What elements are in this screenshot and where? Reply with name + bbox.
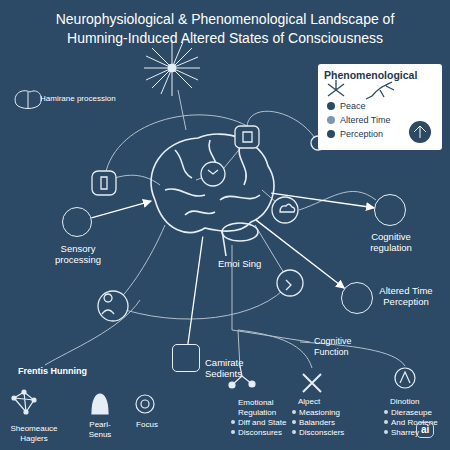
bullet (384, 410, 388, 414)
network-dot (12, 396, 16, 400)
bullet (292, 410, 296, 414)
brain-illustration (151, 134, 274, 256)
legend-swatch (327, 102, 335, 110)
text-label: Cognitive Function (314, 336, 370, 357)
icon-circle (98, 291, 128, 321)
wire (104, 115, 247, 182)
text-label: Frentis Hunning (18, 366, 118, 377)
compass-needle (400, 372, 410, 383)
bullet (384, 420, 388, 424)
text-label: Diff and State (238, 418, 294, 428)
connector-arrow (271, 193, 374, 208)
molecule-dot (249, 381, 255, 387)
bullet (292, 420, 296, 424)
bullet (384, 430, 388, 434)
network-dot (24, 410, 28, 414)
legend-text: Altered Time (340, 115, 391, 126)
icon-box (92, 171, 116, 195)
focus-icon (136, 395, 154, 413)
text-label: Dieraseupe (391, 408, 449, 418)
text-label: Alpect (298, 397, 358, 407)
diagram-title: Neurophysiological & Phenomenological La… (30, 10, 420, 48)
connector-arrow (91, 201, 151, 218)
neuron-starburst (144, 40, 200, 96)
text-label: Disconsciers (299, 428, 369, 438)
focus-icon (141, 400, 149, 408)
cerebellum (222, 223, 258, 241)
wire (238, 330, 312, 368)
box-icon (414, 126, 426, 138)
small-brain-icon (15, 91, 41, 109)
node-text: Emoi Sing (218, 258, 274, 269)
brain-icon (15, 91, 41, 109)
text-label: Sheomeauce Hagiers (8, 424, 60, 443)
legend-text: Perception (340, 129, 383, 140)
molecule-dot (229, 382, 235, 388)
node-text: Phenomenological (324, 69, 436, 81)
icon-glyphs (101, 132, 295, 314)
node-text: Camirate Sedients (205, 357, 257, 379)
legend-swatch (327, 130, 335, 138)
legend-swatch (327, 116, 335, 124)
wire (178, 90, 186, 130)
brain-gyri (165, 140, 260, 215)
node-text: Cognitive regulation (361, 231, 421, 253)
node-text: Altered Time Perception (378, 285, 434, 307)
sensory-circle: Sensory processing (62, 207, 92, 237)
text-label: Disconsures (238, 428, 294, 438)
icon-circles (92, 126, 325, 321)
node-text: Sensory processing (38, 243, 118, 265)
altered-time-circle: Altered Time Perception (341, 282, 373, 314)
connector-arrow (188, 237, 203, 344)
camirate-box: Camirate Sedients (172, 344, 200, 372)
legend-row: Altered Time (327, 114, 391, 126)
cognitive-regulation-circle: Cognitive regulation (374, 194, 406, 226)
text-label: Balanders (299, 418, 369, 428)
bullet (231, 430, 235, 434)
watermark-badge: ai (416, 422, 434, 438)
text-label: Focus (132, 420, 162, 430)
network-icon (14, 392, 34, 412)
text-label: Emotional Regulation (238, 398, 288, 417)
brain-outline (151, 134, 274, 232)
bell-icon (92, 394, 108, 414)
legend-text: Peace (340, 101, 366, 112)
network-dot (22, 390, 26, 394)
icon-box (235, 126, 259, 148)
bullet (292, 430, 296, 434)
text-label: Hamirane procession (40, 94, 130, 104)
legend-row: Peace (327, 100, 366, 112)
wire-lines (45, 90, 405, 368)
text-label: Dinotion (390, 397, 450, 407)
box-icon (328, 80, 394, 99)
neuron-rays (144, 40, 200, 96)
icon-circle (277, 270, 303, 296)
compass-icon (395, 368, 415, 388)
box-icon (409, 121, 431, 143)
brain-stem (222, 230, 226, 256)
bullet (231, 420, 235, 424)
text-label: Sharrey (391, 428, 449, 438)
tools-icon (303, 374, 321, 392)
connector-arrow (256, 220, 345, 288)
legend-row: Perception (327, 128, 383, 140)
network-dot (32, 398, 36, 402)
text-label: Measioning (299, 408, 369, 418)
brain-node: Emoi Sing (148, 132, 272, 237)
text-label: Pearl- Senus (82, 420, 118, 439)
wire (299, 191, 376, 210)
